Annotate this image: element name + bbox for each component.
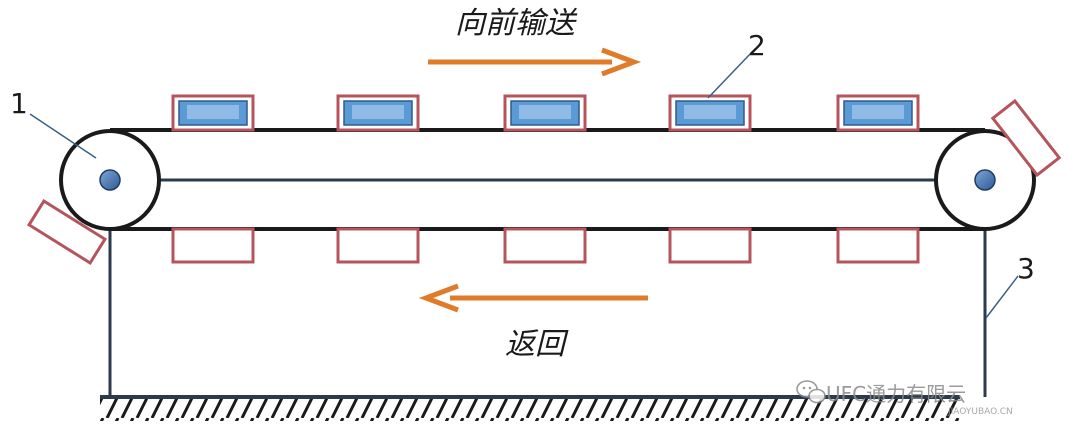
- loaded-bucket: [668, 94, 752, 132]
- forward-label: 向前输送: [455, 6, 578, 41]
- loaded-bucket: [836, 94, 920, 132]
- loaded-bucket: [171, 94, 255, 132]
- leader-1: [29, 113, 97, 159]
- loaded-bucket: [336, 94, 420, 132]
- tilted-bucket-left: [26, 198, 108, 266]
- callout-number-3: 3: [1017, 252, 1035, 285]
- loaded-buckets: [171, 94, 920, 132]
- forward-arrow: [428, 47, 642, 77]
- support-frame: [108, 178, 987, 397]
- return-arrow: [418, 283, 648, 313]
- leader-3: [985, 275, 1019, 319]
- left-pulley-hub: [99, 169, 121, 191]
- empty-bucket: [668, 227, 752, 264]
- right-pulley: [934, 129, 1036, 231]
- ground-hatching: [100, 399, 960, 421]
- loaded-bucket: [503, 94, 587, 132]
- empty-buckets: [171, 227, 920, 264]
- watermark-domain: JIAOYUBAO.CN: [947, 407, 1013, 417]
- callout-number-2: 2: [748, 29, 766, 62]
- leader-2: [707, 51, 753, 99]
- empty-bucket: [336, 227, 420, 264]
- tilted-bucket-right: [990, 98, 1062, 178]
- callout-number-1: 1: [10, 87, 28, 120]
- empty-bucket: [836, 227, 920, 264]
- wechat-icon: [796, 380, 826, 404]
- right-pulley-hub: [974, 169, 996, 191]
- left-pulley: [59, 129, 161, 231]
- empty-bucket: [171, 227, 255, 264]
- callout-leaders: [29, 51, 1019, 319]
- watermark: UFC通力有限云 JIAOYUBAO.CN: [796, 380, 1013, 417]
- empty-bucket: [503, 227, 587, 264]
- return-label: 返回: [505, 327, 569, 362]
- watermark-brand: UFC通力有限云: [826, 382, 966, 406]
